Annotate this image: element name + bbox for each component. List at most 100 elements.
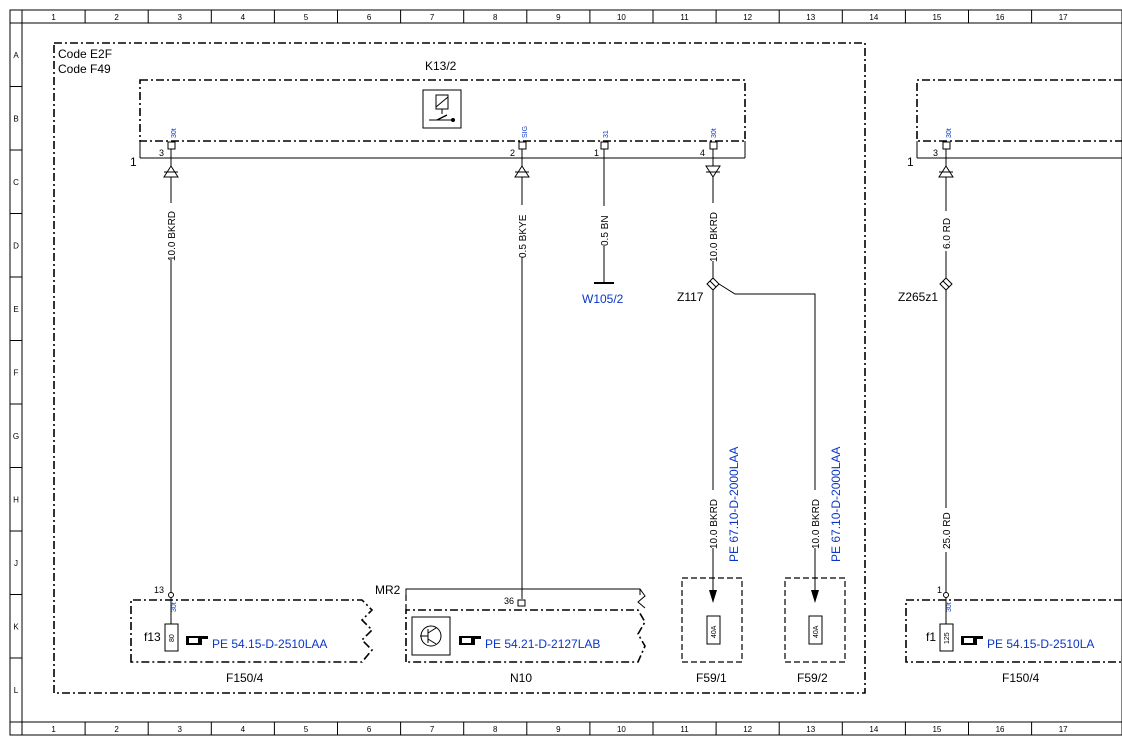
grid-row-label: F [14, 368, 19, 377]
splice-z117-label: Z117 [677, 290, 704, 304]
svg-text:1: 1 [594, 148, 599, 158]
relay-symbol-icon [422, 89, 462, 129]
svg-text:10.0 BKRD: 10.0 BKRD [709, 499, 720, 549]
f59-2-box [784, 577, 846, 663]
svg-text:40A: 40A [813, 625, 820, 638]
svg-text:2: 2 [510, 148, 515, 158]
grid-column-label: 12 [743, 13, 752, 22]
svg-text:3: 3 [933, 148, 938, 158]
fusebox-left-sig: 30t [171, 602, 178, 612]
fusebox-left [130, 599, 374, 663]
grid-column-label: 3 [178, 13, 183, 22]
grid-column-label: 16 [996, 725, 1005, 734]
hand-pointer-icon [459, 636, 481, 645]
svg-text:10.0 BKRD: 10.0 BKRD [811, 499, 822, 549]
fuse-f13-label: f13 [144, 630, 161, 644]
relay-name: K13/2 [425, 59, 457, 73]
grid-column-label: 6 [367, 725, 372, 734]
right-relay-ref: 1 [907, 155, 914, 169]
splice-z117-icon [706, 277, 720, 291]
grid-column-label: 11 [680, 725, 689, 734]
hand-pointer-icon [186, 636, 208, 645]
grid-column-label: 1 [51, 13, 56, 22]
grid-column-label: 4 [241, 725, 246, 734]
n10-name: N10 [510, 671, 532, 685]
wire-f13: 10.0 BKRD [163, 149, 179, 598]
grid-column-label: 17 [1059, 725, 1068, 734]
svg-text:31: 31 [603, 130, 610, 138]
option-code-boundary [53, 42, 866, 694]
fuse-f59-2 [808, 615, 823, 645]
code-label-1: Code E2F [58, 47, 112, 61]
code-label-2: Code F49 [58, 62, 111, 76]
f59-2-ref[interactable]: PE 67.10-D-2000LAA [829, 447, 843, 562]
grid-column-label: 3 [178, 725, 183, 734]
fusebox-left-pin: 13 [154, 585, 164, 595]
wire-ground: 0.5 BN [594, 149, 614, 284]
relay-ref-1: 1 [130, 155, 137, 169]
svg-text:40A: 40A [711, 625, 718, 638]
grid-row-label: C [13, 178, 19, 187]
splice-z265-icon [939, 277, 953, 291]
right-relay-box [916, 79, 1122, 142]
grid-row-label: J [14, 559, 18, 568]
svg-text:6.0 RD: 6.0 RD [942, 218, 953, 249]
fusebox-right-name: F150/4 [1002, 671, 1040, 685]
grid-row-label: G [13, 432, 19, 441]
grid-row-label: K [13, 622, 19, 631]
grid-column-label: 2 [114, 725, 119, 734]
fusebox-right-ref[interactable]: PE 54.15-D-2510LA [987, 637, 1094, 651]
svg-text:10.0 BKRD: 10.0 BKRD [167, 211, 178, 261]
fusebox-right-sig: 30t [946, 602, 953, 612]
grid-row-label: D [13, 241, 19, 250]
wire-z117: 10.0 BKRD [705, 149, 721, 280]
grid-column-label: 10 [617, 13, 626, 22]
svg-text:125: 125 [944, 632, 951, 644]
n10-ref[interactable]: PE 54.21-D-2127LAB [485, 637, 600, 651]
svg-text:4: 4 [700, 148, 705, 158]
fuse-f13 [164, 623, 179, 652]
svg-text:3: 3 [159, 148, 164, 158]
grid-column-label: 11 [680, 13, 689, 22]
grid-column-label: 16 [996, 13, 1005, 22]
grid-column-label: 2 [114, 13, 119, 22]
grid-column-label: 9 [556, 725, 561, 734]
n10-box [405, 609, 646, 663]
relay-pin-4: 30t 4 [700, 128, 718, 158]
drawing-frame [9, 9, 1122, 736]
f59-1-name: F59/1 [696, 671, 727, 685]
hand-pointer-icon [961, 636, 983, 645]
grid-row-label: E [13, 305, 18, 314]
fusebox-right-pin: 1 [937, 585, 942, 595]
fusebox-left-ref[interactable]: PE 54.15-D-2510LAA [212, 637, 327, 651]
f59-2-name: F59/2 [797, 671, 828, 685]
f59-1-ref[interactable]: PE 67.10-D-2000LAA [727, 447, 741, 562]
fusebox-right [905, 599, 1122, 663]
svg-text:30t: 30t [171, 128, 178, 138]
wire-z265: 6.0 RD 25.0 RD [938, 149, 954, 598]
relay-pin-3: 30t 3 [159, 128, 178, 158]
n10-mr-label: MR2 [375, 583, 401, 597]
fusebox-left-name: F150/4 [226, 671, 264, 685]
relay-pin-1: 31 1 [594, 130, 610, 158]
grid-column-label: 7 [430, 725, 435, 734]
grid-column-label: 8 [493, 725, 498, 734]
svg-text:25.0 RD: 25.0 RD [942, 512, 953, 549]
n10-pin: 36 [504, 596, 514, 606]
splice-z265-label: Z265z1 [898, 290, 938, 304]
right-relay-pin-3: 30t 3 [933, 128, 953, 158]
grid-column-label: 9 [556, 13, 561, 22]
svg-text:10.0 BKRD: 10.0 BKRD [709, 212, 720, 262]
grid-column-label: 4 [241, 13, 246, 22]
grid-column-label: 13 [806, 725, 815, 734]
f59-1-box [681, 577, 743, 663]
svg-text:30t: 30t [946, 128, 953, 138]
grid-column-label: 5 [304, 13, 309, 22]
grid-row-label: H [13, 495, 19, 504]
svg-text:0.5 BKYE: 0.5 BKYE [518, 214, 529, 258]
grid-row-label: L [14, 686, 19, 695]
grid-column-label: 14 [869, 725, 878, 734]
